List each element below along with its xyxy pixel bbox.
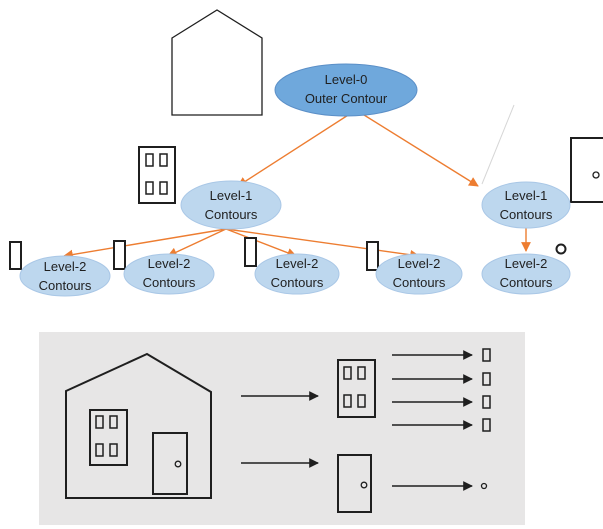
level1-right-line1: Level-1 xyxy=(505,188,548,203)
level2-node: Level-2 Contours xyxy=(19,255,111,297)
knob-icon xyxy=(480,482,488,490)
root-node-line2: Outer Contour xyxy=(305,91,388,106)
level2-node-line1: Level-2 xyxy=(276,256,319,271)
window-icon xyxy=(337,359,376,418)
small-window-pane-icon xyxy=(9,241,22,270)
house-icon xyxy=(65,352,212,499)
small-window-pane-icon xyxy=(244,237,257,267)
level2-node-line2: Contours xyxy=(393,275,446,290)
level1-right-node: Level-1 Contours xyxy=(481,181,571,229)
level2-node-line1: Level-2 xyxy=(398,256,441,271)
door-icon xyxy=(337,454,372,513)
level1-right-line2: Contours xyxy=(500,207,553,222)
small-window-pane-icon xyxy=(366,241,379,271)
level2-node-line2: Contours xyxy=(500,275,553,290)
root-node: Level-0 Outer Contour xyxy=(274,63,418,117)
level1-left-line2: Contours xyxy=(205,207,258,222)
house-outline-icon xyxy=(171,9,263,116)
level2-node-line2: Contours xyxy=(143,275,196,290)
level2-node: Level-2 Contours xyxy=(375,253,463,295)
tree-edges xyxy=(63,109,531,260)
level2-node: Level-2 Contours xyxy=(481,253,571,295)
door-knob-icon xyxy=(555,243,567,255)
root-node-line1: Level-0 xyxy=(325,72,368,87)
level2-node-line1: Level-2 xyxy=(148,256,191,271)
door-icon xyxy=(570,137,603,203)
faint-line xyxy=(481,104,515,185)
small-window-pane-icon xyxy=(113,240,126,270)
level2-node: Level-2 Contours xyxy=(254,253,340,295)
arrows-to-panes xyxy=(392,350,473,430)
level2-node-line2: Contours xyxy=(271,275,324,290)
level2-node-line2: Contours xyxy=(39,278,92,293)
pane-icon xyxy=(482,395,491,409)
level2-node-line1: Level-2 xyxy=(44,259,87,274)
level1-left-node: Level-1 Contours xyxy=(180,180,282,230)
window-icon xyxy=(138,146,176,204)
pane-icon xyxy=(482,418,491,432)
level1-left-line1: Level-1 xyxy=(210,188,253,203)
pane-icon xyxy=(482,348,491,362)
decomposition-panel xyxy=(39,332,525,525)
level2-node-line1: Level-2 xyxy=(505,256,548,271)
level2-node: Level-2 Contours xyxy=(123,253,215,295)
pane-icon xyxy=(482,372,491,386)
